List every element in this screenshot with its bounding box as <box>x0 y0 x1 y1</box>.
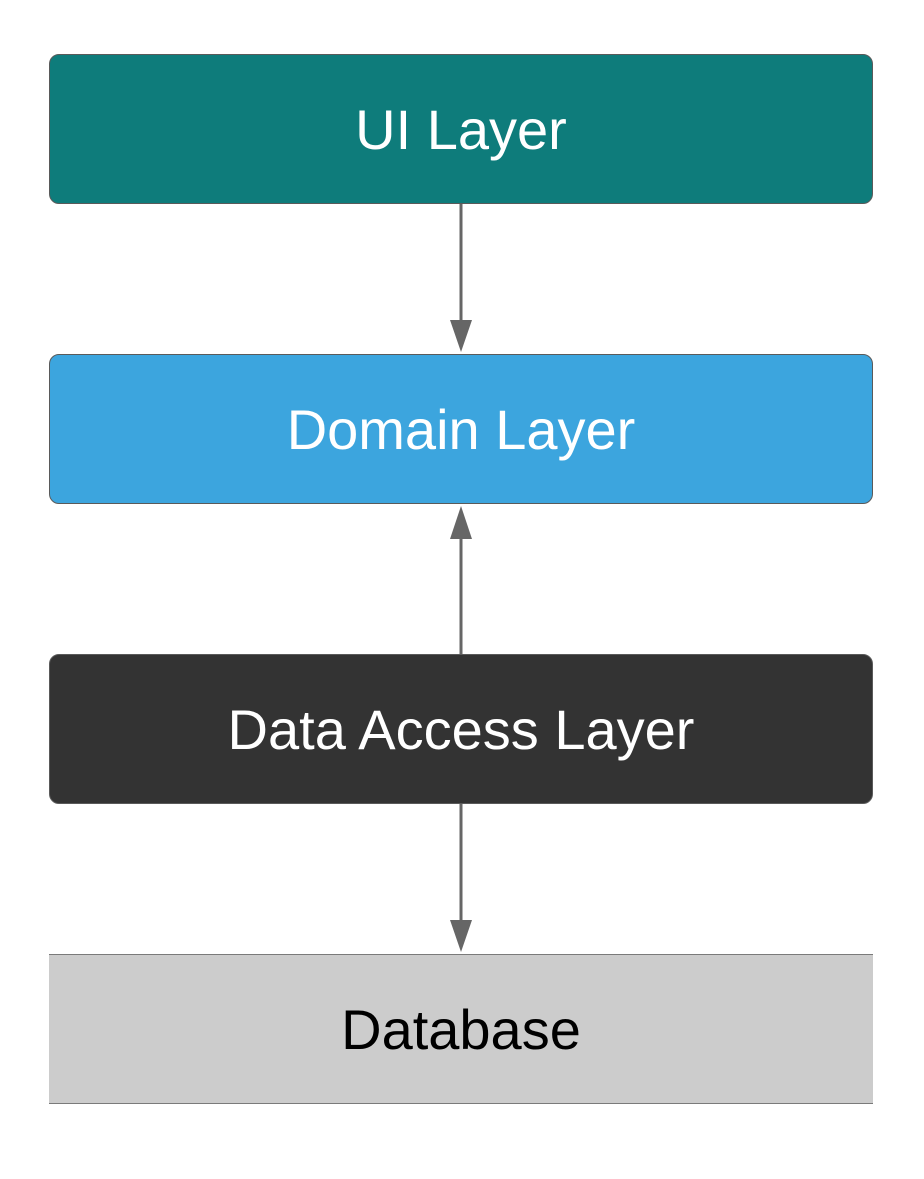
database-label: Database <box>341 997 581 1061</box>
data-access-layer-box: Data Access Layer <box>49 654 873 804</box>
data-access-layer-label: Data Access Layer <box>227 697 695 761</box>
arrow-ui-to-domain <box>450 204 472 352</box>
database-box: Database <box>49 954 873 1104</box>
domain-layer-box: Domain Layer <box>49 354 873 504</box>
ui-layer-label: UI Layer <box>355 97 567 161</box>
arrow-data-access-to-domain <box>450 506 472 654</box>
domain-layer-label: Domain Layer <box>286 397 636 461</box>
arrow-data-access-to-database <box>450 804 472 952</box>
ui-layer-box: UI Layer <box>49 54 873 204</box>
